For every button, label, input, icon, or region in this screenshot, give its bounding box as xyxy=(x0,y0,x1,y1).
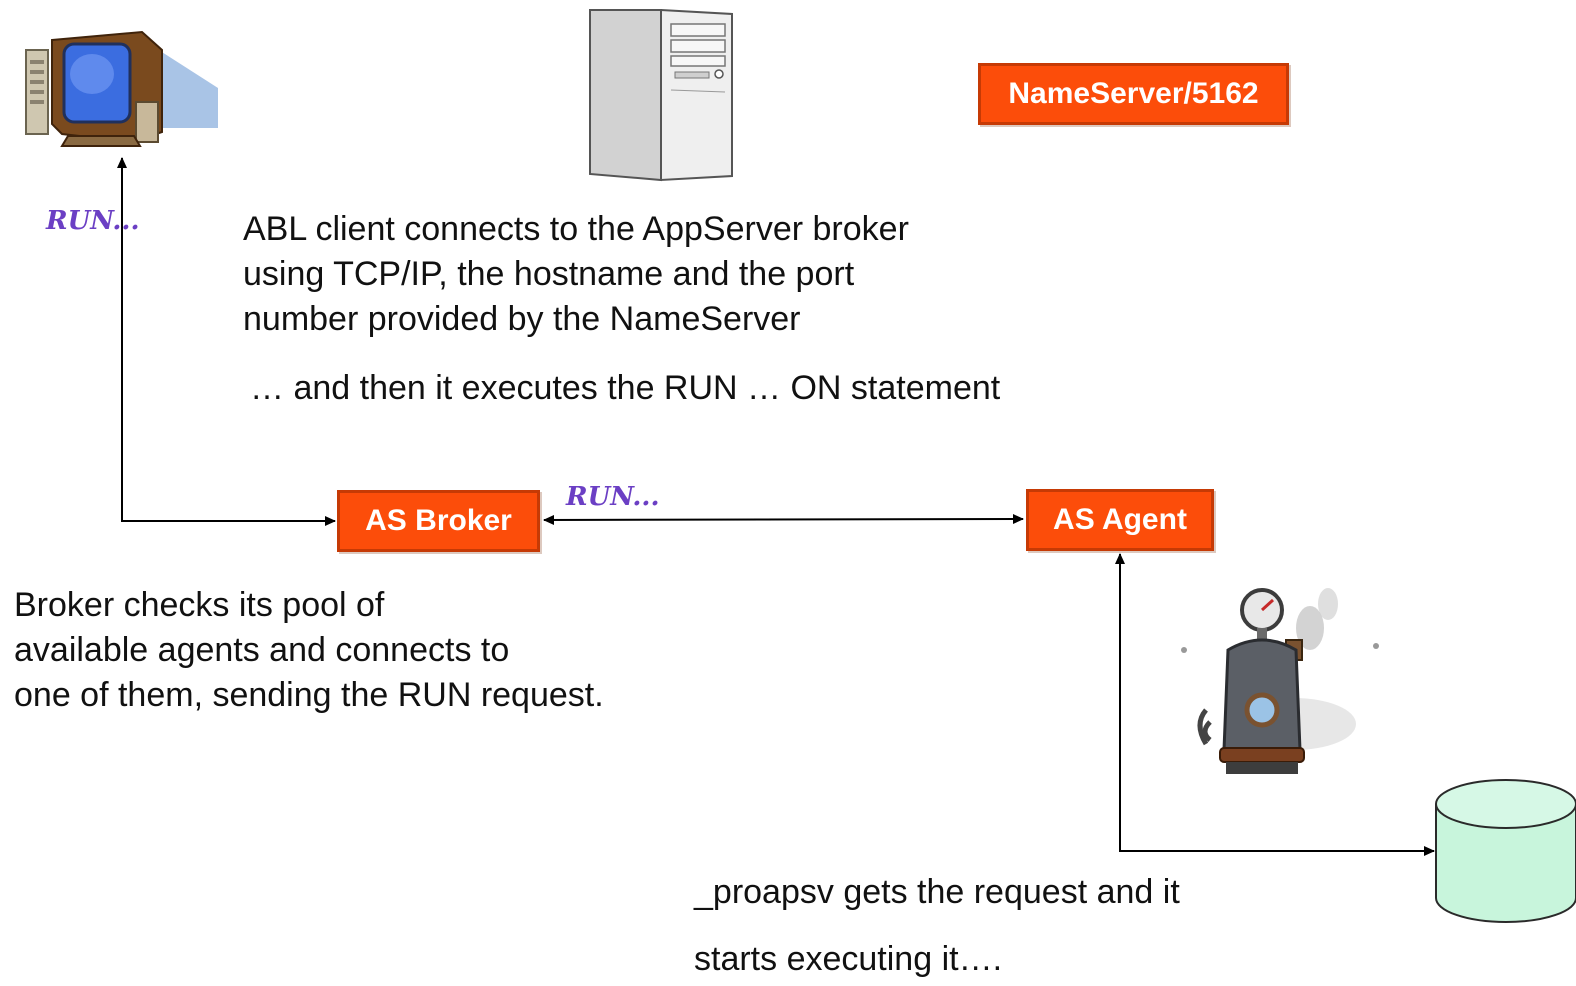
broker-caption: Broker checks its pool of available agen… xyxy=(14,583,604,718)
nameserver-node: NameServer/5162 xyxy=(978,63,1289,125)
agent-node: AS Agent xyxy=(1026,489,1214,551)
agent-label: AS Agent xyxy=(1053,503,1187,536)
caption-line: number provided by the NameServer xyxy=(243,300,801,338)
client-broker-connector xyxy=(117,157,336,526)
proapsv-caption-line2: starts executing it…. xyxy=(694,940,1003,978)
caption-line: available agents and connects to xyxy=(14,631,510,669)
run-on-caption: … and then it executes the RUN … ON stat… xyxy=(250,369,1001,407)
nameserver-label: NameServer/5162 xyxy=(1008,77,1259,110)
abl-client-caption: ABL client connects to the AppServer bro… xyxy=(243,207,909,342)
tower-server-icon xyxy=(589,8,733,182)
caption-line: using TCP/IP, the hostname and the port xyxy=(243,255,855,293)
agent-database-connector xyxy=(1115,553,1435,856)
broker-label: AS Broker xyxy=(365,504,512,537)
broker-node: AS Broker xyxy=(337,490,540,552)
proapsv-caption-line1: _proapsv gets the request and it xyxy=(694,873,1180,911)
caption-line: one of them, sending the RUN request. xyxy=(14,676,604,714)
broker-agent-run-label: RUN... xyxy=(566,482,660,512)
desktop-computer-icon xyxy=(25,30,218,147)
caption-line: Broker checks its pool of xyxy=(14,586,385,624)
caption-line: ABL client connects to the AppServer bro… xyxy=(243,210,909,248)
database-cylinder-icon xyxy=(1435,779,1576,923)
client-run-label: RUN... xyxy=(46,206,140,236)
broker-agent-connector xyxy=(543,514,1024,525)
steam-engine-icon xyxy=(1181,588,1379,774)
